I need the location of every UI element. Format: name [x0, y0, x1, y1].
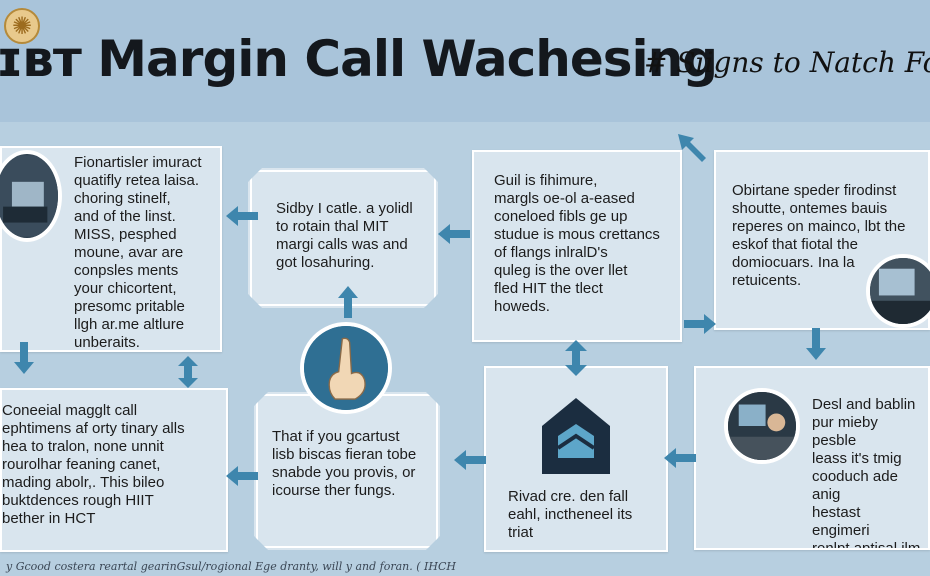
card-7-text: Rivad cre. den fall eahl, inctheneel its…	[508, 488, 633, 541]
info-card-3: Guil is fihimure, margls oe-ol a-eased c…	[472, 150, 682, 342]
page-title: ɪвт Margin Call Wachesing	[0, 30, 718, 88]
arrow-icon	[434, 214, 474, 254]
gold-seal-icon	[4, 8, 40, 44]
desk-photo-icon	[724, 388, 800, 464]
arrow-icon	[680, 304, 720, 344]
arrow-icon	[328, 282, 368, 322]
info-card-8: Desl and bablin pur mieby pesble leass i…	[694, 366, 930, 550]
info-card-5: Coneeial magglt call ephtimens af orty t…	[0, 388, 228, 552]
page-subtitle: # Siigns to Natch Fo	[644, 46, 930, 79]
info-card-2: Sidby I catle. a yolidl to rotain thal M…	[248, 168, 438, 308]
arrow-icon	[796, 324, 836, 364]
arrow-icon	[556, 338, 596, 378]
info-card-7: Rivad cre. den fall eahl, inctheneel its…	[484, 366, 668, 552]
info-card-6: That if you gcartust lisb biscas fieran …	[254, 392, 440, 550]
arrow-icon	[668, 128, 708, 168]
house-logo-icon	[540, 396, 612, 476]
arrow-icon	[222, 196, 262, 236]
card-3-text: Guil is fihimure, margls oe-ol a-eased c…	[494, 172, 660, 315]
arrow-icon	[450, 440, 490, 480]
arrow-icon	[168, 352, 208, 392]
card-6-text: That if you gcartust lisb biscas fieran …	[272, 428, 417, 499]
arrow-icon	[4, 338, 44, 378]
footnote: y Gcood costera reartal gearinGsul/rogio…	[6, 560, 456, 573]
header-banner: ɪвт Margin Call Wachesing # Siigns to Na…	[0, 0, 930, 122]
card-2-text: Sidby I catle. a yolidl to rotain thal M…	[276, 200, 413, 271]
arrow-icon	[222, 456, 262, 496]
card-1-text: Fionartisler imuract quatifly retea lais…	[74, 154, 202, 351]
arrow-icon	[660, 438, 700, 478]
card-8-text: Desl and bablin pur mieby pesble leass i…	[812, 396, 921, 550]
office-photo-icon	[866, 254, 930, 328]
card-4-text: Obirtane speder firodinst shoutte, ontem…	[732, 182, 906, 289]
card-5-text: Coneeial magglt call ephtimens af orty t…	[2, 402, 185, 527]
pointing-hand-icon	[300, 322, 392, 414]
trader-photo-icon	[0, 150, 62, 242]
